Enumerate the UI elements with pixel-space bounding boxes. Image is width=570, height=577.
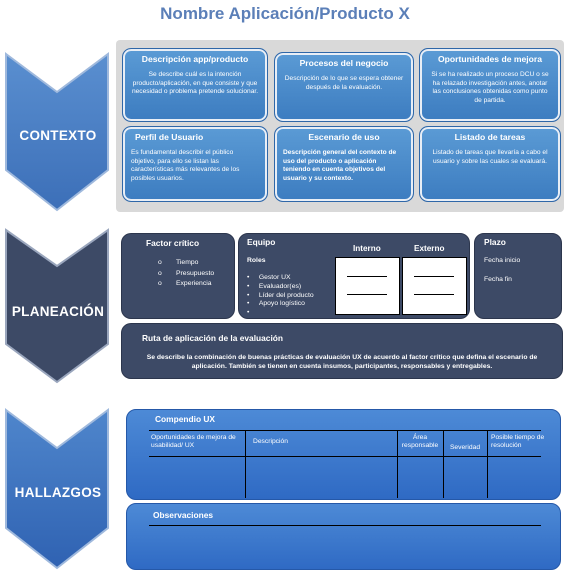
card-text: Si se ha realizado un proceso DCU o se h… xyxy=(431,71,549,104)
card-title: Listado de tareas xyxy=(454,132,526,142)
card-text: Se describe cuál es la intención product… xyxy=(131,71,259,96)
role-item: • Líder del producto xyxy=(247,291,314,299)
section-contexto-label: CONTEXTO xyxy=(19,128,97,143)
fecha-fin-label: Fecha fin xyxy=(484,276,512,283)
interno-box[interactable] xyxy=(335,257,400,315)
externo-label: Externo xyxy=(414,244,445,253)
interno-label: Interno xyxy=(353,244,381,253)
roles-list: • Gestor UX • Evaluador(es) • Líder del … xyxy=(247,274,314,318)
plazo-title: Plazo xyxy=(484,237,506,247)
col-header-severidad: Severidad xyxy=(449,444,481,451)
planeacion-chevron xyxy=(5,228,109,384)
col-header-oportunidades: Oportunidades de mejora de usabilidad/ U… xyxy=(151,434,236,450)
card-text: Es fundamental describir el público obje… xyxy=(131,149,240,182)
interno-line xyxy=(347,294,387,295)
compendio-ux-panel: Compendio UX Oportunidades de mejora de … xyxy=(126,409,561,500)
observaciones-title: Observaciones xyxy=(153,510,214,520)
ruta-title: Ruta de aplicación de la evaluación xyxy=(142,333,284,343)
role-item: • Evaluador(es) xyxy=(247,282,302,290)
card-text: Descripción de lo que se espera obtener … xyxy=(284,75,404,91)
role-item: • Apoyo logístico xyxy=(247,300,305,308)
factor-critico-title: Factor crítico xyxy=(146,238,200,248)
role-item: • xyxy=(247,309,259,317)
card-escenario-uso: Escenario de uso Descripción general del… xyxy=(274,126,414,202)
page-title: Nombre Aplicación/Producto X xyxy=(160,4,410,23)
contexto-chevron xyxy=(5,52,109,212)
section-planeacion-label: PLANEACIÓN xyxy=(11,304,105,319)
role-item: • Gestor UX xyxy=(247,274,291,281)
observaciones-rule xyxy=(149,525,541,526)
hallazgos-chevron xyxy=(5,408,109,570)
ruta-text: Se describe la combinación de buenas prá… xyxy=(146,354,538,371)
card-title: Oportunidades de mejora xyxy=(437,54,543,64)
card-listado-tareas: Listado de tareas Listado de tareas que … xyxy=(419,126,561,202)
externo-line xyxy=(414,294,454,295)
col-divider xyxy=(245,430,246,498)
equipo-panel: Equipo Roles • Gestor UX • Evaluador(es)… xyxy=(238,233,470,319)
compendio-title: Compendio UX xyxy=(155,414,216,424)
observaciones-panel: Observaciones xyxy=(126,503,561,570)
compendio-header-rule xyxy=(149,456,541,457)
card-title: Escenario de uso xyxy=(308,132,380,142)
col-divider xyxy=(487,430,488,498)
ruta-panel: Ruta de aplicación de la evaluación Se d… xyxy=(121,323,563,379)
col-divider xyxy=(443,430,444,498)
section-hallazgos-label: HALLAZGOS xyxy=(14,485,102,500)
card-perfil-usuario: Perfil de Usuario Es fundamental describ… xyxy=(122,126,268,202)
card-title: Descripción app/producto xyxy=(141,54,249,64)
equipo-title: Equipo xyxy=(247,237,276,247)
interno-line xyxy=(347,276,387,277)
compendio-rule xyxy=(149,430,541,431)
col-header-area: Área responsable xyxy=(401,434,439,450)
card-text: Listado de tareas que llevaría a cabo el… xyxy=(432,149,548,165)
card-oportunidades-mejora: Oportunidades de mejora Si se ha realiza… xyxy=(419,48,561,122)
externo-line xyxy=(414,276,454,277)
card-procesos-negocio: Procesos del negocio Descripción de lo q… xyxy=(274,52,414,122)
fecha-inicio-label: Fecha inicio xyxy=(484,257,521,264)
externo-box[interactable] xyxy=(402,257,467,315)
col-header-tiempo: Posible tiempo de resolución xyxy=(491,434,545,450)
card-descripcion-app: Descripción app/producto Se describe cuá… xyxy=(122,48,268,122)
col-header-descripcion: Descripción xyxy=(253,438,288,445)
roles-label: Roles xyxy=(247,257,266,264)
card-title: Procesos del negocio xyxy=(299,58,389,68)
col-divider xyxy=(397,430,398,498)
card-title: Perfil de Usuario xyxy=(135,132,204,142)
card-text: Descripción general del contexto de uso … xyxy=(283,149,397,182)
plazo-panel: Plazo Fecha inicio Fecha fin xyxy=(474,233,562,319)
